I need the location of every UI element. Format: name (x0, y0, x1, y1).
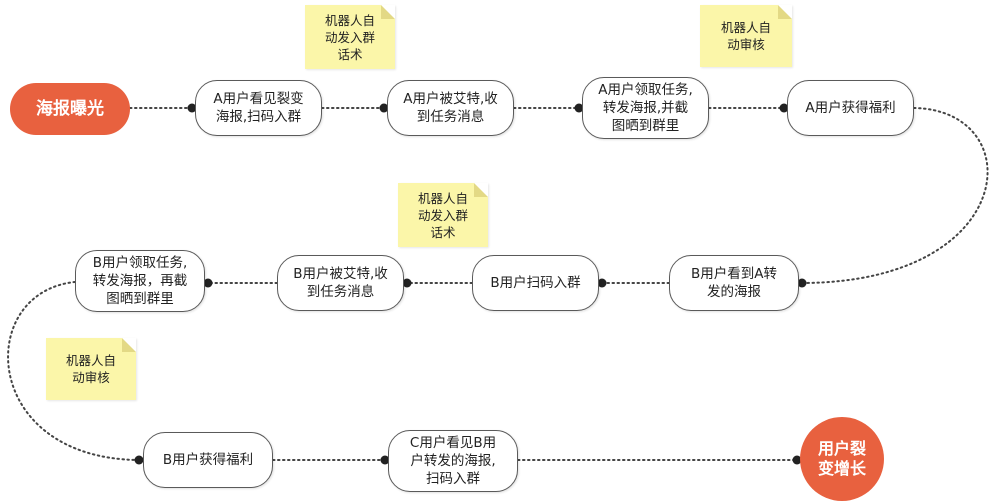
step-b-see-poster: B用户看到A转 发的海报 (669, 255, 799, 311)
start-node-poster-exposure: 海报曝光 (10, 83, 130, 135)
step-b-scan-join: B用户扫码入群 (472, 255, 599, 311)
step-b-mentioned: B用户被艾特,收 到任务消息 (277, 255, 404, 311)
arrow-dot (574, 103, 584, 113)
arrow-dot (792, 455, 802, 465)
step-a-get-reward: A用户获得福利 (787, 80, 914, 136)
connector-a4-to-b1 (802, 107, 989, 284)
arrow-dot (134, 455, 144, 465)
arrow-dot (203, 278, 213, 288)
note-robot-review-1: 机器人自 动审核 (700, 5, 792, 67)
step-a-mentioned: A用户被艾特,收 到任务消息 (387, 80, 514, 136)
step-c-scan-join: C用户看见B用 户转发的海报, 扫码入群 (388, 430, 518, 492)
arrow-dot (379, 103, 389, 113)
step-a-take-task: A用户领取任务, 转发海报,并截 图晒到群里 (582, 77, 709, 139)
end-node-user-growth: 用户裂 变增长 (800, 417, 884, 501)
step-b-get-reward: B用户获得福利 (143, 432, 273, 488)
note-robot-review-2: 机器人自 动审核 (46, 338, 136, 400)
arrow-dot (779, 103, 789, 113)
arrow-dot (402, 278, 412, 288)
step-b-take-task: B用户领取任务, 转发海报，再截 图晒到群里 (75, 250, 205, 312)
step-a-scan-join: A用户看见裂变 海报,扫码入群 (195, 80, 322, 136)
note-robot-group-script-1: 机器人自 动发入群 话术 (305, 5, 395, 69)
arrow-dot (187, 103, 197, 113)
arrow-dot (380, 455, 390, 465)
arrow-dot (597, 278, 607, 288)
arrow-dot (797, 278, 807, 288)
note-robot-group-script-2: 机器人自 动发入群 话术 (398, 183, 488, 247)
connector-b4-to-b5 (7, 281, 139, 461)
